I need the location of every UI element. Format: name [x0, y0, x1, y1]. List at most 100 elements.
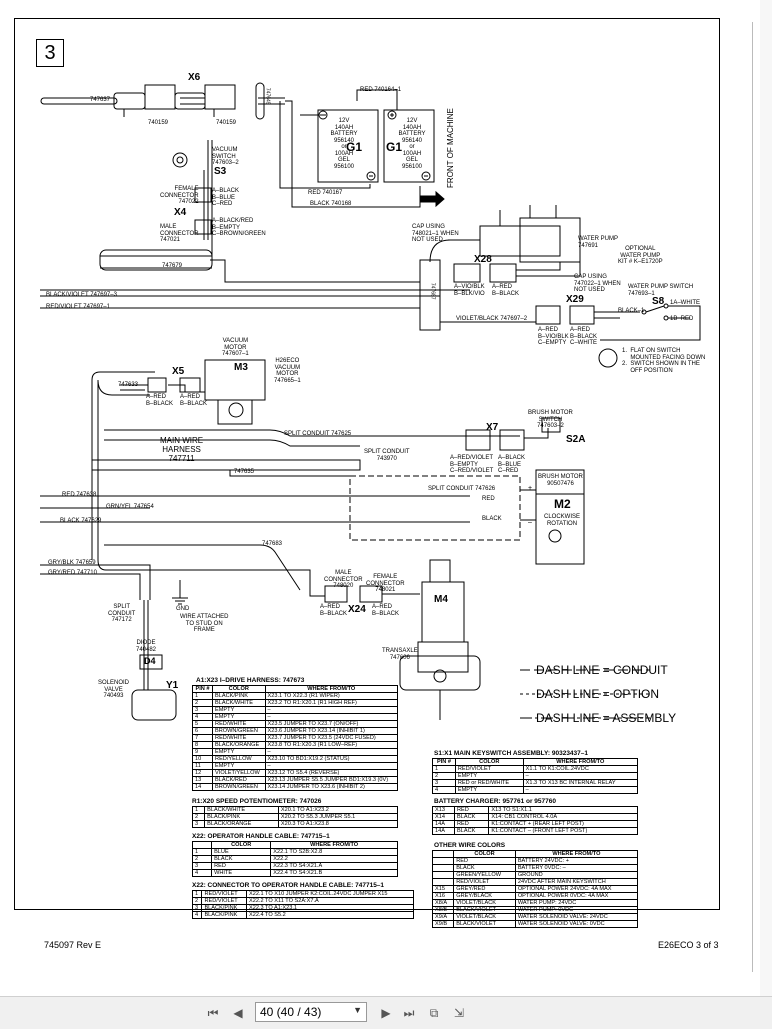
female-connector-x24: FEMALE CONNECTOR 748021	[366, 574, 405, 593]
other-cell: WATER PUMP: 24VDC	[514, 899, 639, 907]
connector-cell: 3	[191, 904, 203, 912]
other-cell: WATER SOLENOID VALVE: 24VDC	[514, 913, 639, 921]
speed-cell: 3	[191, 820, 206, 828]
keyswitch-cell: RED/VIOLET	[454, 765, 524, 773]
other-col-color: COLOR	[453, 850, 516, 858]
x7-pins-a: A–RED/VIOLET B–EMPTY C–RED/VIOLET	[450, 455, 494, 474]
drive-cell: 3	[191, 706, 214, 714]
connector-cell: 2	[191, 897, 203, 905]
m2-minus: –	[528, 519, 532, 526]
other-cell: WATER PUMP: 0VDC	[514, 906, 639, 914]
gnd-label: GND	[176, 606, 190, 612]
handle-cell: 2	[191, 855, 213, 863]
keyswitch-cell: –	[522, 772, 639, 780]
keyswitch-cell: EMPTY	[454, 786, 524, 794]
label-x28: X28	[474, 254, 492, 265]
drive-cell: X23.10 TO BD1:X19.2 (STATUS)	[264, 755, 398, 763]
speed-pot-title: R1:X20 SPEED POTENTIOMETER: 747026	[192, 798, 322, 805]
previous-page-icon[interactable]: ◀	[233, 1006, 243, 1020]
wire-747633: 747633	[118, 382, 139, 388]
charger-cell: BLACK	[454, 827, 490, 835]
x4-male-pins: A–BLACK/RED B–EMPTY C–BROWN/GREEN	[212, 218, 266, 237]
copy-page-icon[interactable]: ⧉	[429, 1005, 439, 1020]
connector-title: X22: CONNECTOR TO OPERATOR HANDLE CABLE:…	[192, 882, 385, 889]
drive-cell: 12	[191, 769, 214, 777]
diode-note: DIODE 740482	[136, 640, 157, 653]
last-page-icon[interactable]: ⏭	[403, 1005, 415, 1020]
part-740159-a: 740159	[148, 120, 169, 126]
split-conduit-747172: SPLIT CONDUIT 747172	[108, 604, 136, 623]
drive-cell: X23.14 JUMPER TO X23.6 (INHIBIT 2)	[264, 783, 398, 791]
page-select[interactable]: 40 (40 / 43) ▼	[255, 1002, 367, 1022]
brush-switch-note: BRUSH MOTOR SWITCH 747603–2	[528, 410, 573, 429]
keyswitch-col-where: WHERE FROM/TO	[522, 758, 639, 766]
drive-cell: 9	[191, 748, 214, 756]
drive-cell: –	[264, 713, 398, 721]
x24-pins-a: A–RED B–BLACK	[320, 604, 348, 617]
other-cell: GREY/RED	[453, 885, 516, 893]
keyswitch-col-pin: PIN #	[432, 758, 456, 766]
keyswitch-title: S1:X1 MAIN KEYSWITCH ASSEMBLY: 90323437–…	[434, 750, 589, 757]
battery-1-spec: 12V 140AH BATTERY 956140 or 100AH GEL 95…	[330, 118, 358, 170]
split-conduit-743970: SPLIT CONDUIT 743970	[364, 449, 410, 462]
next-page-icon[interactable]: ▶	[381, 1006, 391, 1020]
drive-cell: BLACK/PINK	[212, 692, 266, 700]
label-x6: X6	[188, 72, 201, 83]
page-select-value: 40 (40 / 43)	[260, 1005, 322, 1019]
drive-cell: X23.7 JUMPER TO X23.5 (24VDC FUSED)	[264, 734, 398, 742]
drive-cell: 6	[191, 727, 214, 735]
keyswitch-col-color: COLOR	[454, 758, 524, 766]
drive-cell: RED/YELLOW	[212, 755, 266, 763]
charger-cell: X14	[431, 813, 456, 821]
label-m4: M4	[434, 594, 448, 605]
drive-cell: 13	[191, 776, 214, 784]
male-connector-x4: MALE CONNECTOR 747021	[160, 224, 199, 243]
label-x4: X4	[174, 207, 187, 218]
label-g1-b: G1	[386, 140, 403, 154]
expand-page-icon[interactable]: ⇲	[453, 1006, 465, 1020]
x4-female-pins: A–BLACK B–BLUE C–RED	[212, 188, 240, 207]
split-conduit-747626: SPLIT CONDUIT 747626	[428, 486, 496, 492]
wire-747679: 747679	[162, 263, 183, 269]
label-x5: X5	[172, 366, 185, 377]
wire-violet-black: VIOLET/BLACK 747697–2	[456, 316, 528, 322]
drive-cell: EMPTY	[212, 713, 266, 721]
x5-pins-a: A–RED B–BLACK	[146, 394, 174, 407]
cap-note-2: CAP USING 747022–1 WHEN NOT USED	[574, 274, 621, 293]
split-conduit-747625: SPLIT CONDUIT 747625	[284, 431, 352, 437]
vacuum-motor-note: VACUUM MOTOR 747607–1	[222, 338, 249, 357]
label-g1-a: G1	[346, 140, 363, 154]
drive-cell: 8	[191, 741, 214, 749]
handle-cell: RED	[211, 862, 272, 870]
other-cell: X16	[431, 892, 455, 900]
front-of-machine: FRONT OF MACHINE	[446, 108, 455, 188]
first-page-icon[interactable]: ⏮	[207, 1005, 219, 1020]
drive-cell: X23.13 JUMPER S5.5 JUMPER BD1:X19.3 (0V)	[264, 776, 398, 784]
vertical-scrollbar[interactable]	[760, 0, 772, 996]
label-d4: D4	[144, 656, 156, 666]
drive-cell: BLACK/RED	[212, 776, 266, 784]
label-y1: Y1	[166, 680, 179, 691]
other-cell: BATTERY 24VDC: +	[514, 857, 639, 865]
female-connector-x4: FEMALE CONNECTOR 747022	[160, 186, 199, 205]
other-cell: WATER SOLENOID VALVE: 0VDC	[514, 920, 639, 928]
drive-cell: X23.2 TO R1:X20.1 (R1 HIGH REF)	[264, 699, 398, 707]
handle-cell: BLACK	[211, 855, 272, 863]
drive-cell: X23.12 TO S5.4 (REVERSE)	[264, 769, 398, 777]
legend-option: DASH LINE = OPTION	[536, 687, 660, 701]
drive-cell: BROWN/GREEN	[212, 727, 266, 735]
